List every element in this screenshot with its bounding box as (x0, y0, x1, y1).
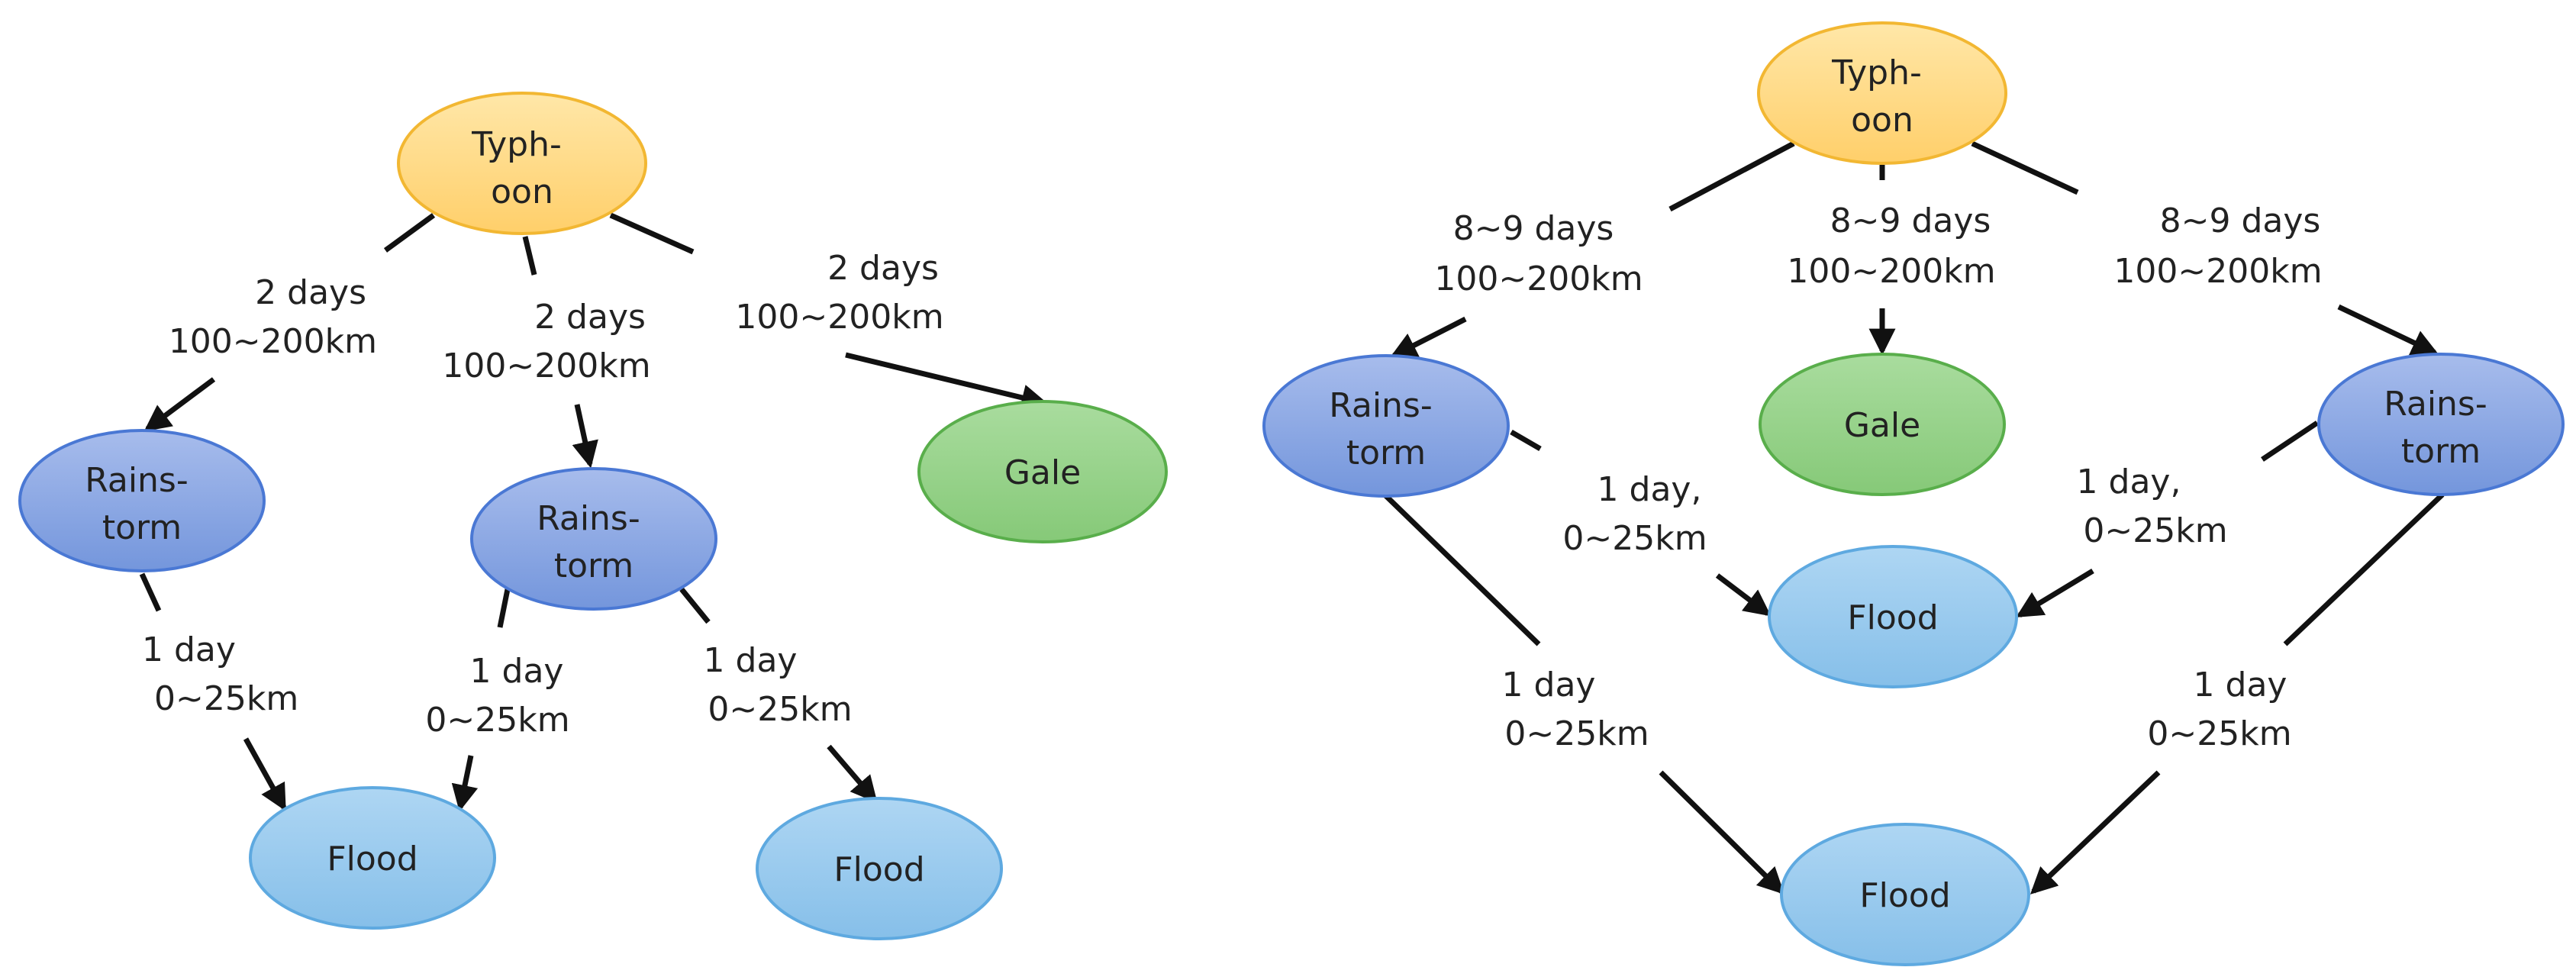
edge-label-line: 0~25km (154, 679, 298, 718)
edge-label-line: 100~200km (169, 322, 377, 361)
edge-label-line: 0~25km (1562, 519, 1707, 558)
node-label: Flood (1847, 598, 1938, 637)
node-label-line: torm (1346, 434, 1426, 472)
edge-left-typhoon-rainstorm-b (522, 236, 598, 469)
edge-label-right-rainstorm-right-flood-bottom: 1 day 0~25km (2147, 666, 2297, 753)
edge-right-rainstorm-left-flood-bottom (1382, 492, 1785, 895)
edge-label-left-rainstorm-a-flood-a: 1 day 0~25km (142, 630, 298, 718)
node-label: Flood (1859, 876, 1950, 915)
node-rainstorm: Rains- torm (2317, 353, 2565, 496)
node-label-line: Flood (1859, 876, 1950, 915)
edge-right-typhoon-rainstorm-left (1390, 140, 1795, 359)
edge-label-left-typhoon-rainstorm-a: 2 days 100~200km (169, 273, 377, 361)
edge-label-line: 8~9 days (1830, 201, 1991, 240)
edge-right-rainstorm-right-flood-bottom (2030, 492, 2445, 895)
edge-label-line: 0~25km (2083, 511, 2227, 550)
node-label-line: torm (2401, 432, 2481, 471)
node-label: Gale (1004, 453, 1081, 492)
node-flood: Flood (1780, 823, 2030, 966)
node-label-line: Typh- (1831, 53, 1922, 92)
edge-label-line: 100~200km (2113, 252, 2322, 291)
edge-label-line: 1 day (704, 641, 798, 680)
node-gale: Gale (917, 400, 1168, 543)
node-flood: Flood (756, 797, 1003, 940)
edge-right-rainstorm-right-flood-middle (2016, 421, 2319, 617)
edge-label-line: 2 days (255, 273, 366, 312)
edge-label-line: 2 days (827, 249, 939, 288)
edge-label-line: 2 days (534, 298, 646, 337)
node-label: Rains- torm (85, 461, 198, 547)
node-label: Flood (327, 840, 418, 878)
node-typhoon: Typh- oon (397, 92, 647, 235)
edge-left-typhoon-gale (609, 212, 1049, 411)
node-gale: Gale (1759, 353, 2006, 496)
edge-label-line: 100~200km (1434, 260, 1643, 298)
node-label: Typh- oon (1831, 53, 1933, 140)
node-label-line: Gale (1844, 406, 1920, 445)
node-rainstorm: Rains- torm (470, 467, 717, 611)
edge-right-rainstorm-left-flood-middle (1510, 429, 1772, 617)
node-label-line: Flood (327, 840, 418, 878)
node-label: Gale (1844, 406, 1920, 445)
edge-label-left-rainstorm-b-flood-b: 1 day 0~25km (704, 641, 853, 729)
node-label-line: oon (491, 172, 553, 211)
node-label-line: Flood (833, 850, 924, 889)
node-flood: Flood (249, 786, 496, 930)
edge-label-left-typhoon-gale: 2 days 100~200km (735, 249, 949, 337)
edge-label-left-rainstorm-b-flood-a: 1 day 0~25km (425, 652, 574, 740)
edge-label-line: 100~200km (442, 347, 650, 385)
edge-label-line: 0~25km (2147, 714, 2291, 753)
left-diagram: 2 days 100~200km 2 days 100~200km 2 days… (18, 92, 1168, 940)
node-label: Rains- torm (2384, 385, 2497, 471)
edge-label-line: 8~9 days (1453, 209, 1614, 248)
edge-left-rainstorm-a-flood-a (139, 572, 287, 811)
node-label-line: Typh- (471, 125, 562, 164)
edge-left-typhoon-rainstorm-a (143, 213, 436, 432)
edge-label-line: 1 day (470, 652, 564, 691)
edge-label-right-rainstorm-right-flood-middle: 1 day, 0~25km (2077, 463, 2228, 550)
edge-label-right-rainstorm-left-flood-middle: 1 day, 0~25km (1562, 470, 1712, 558)
edge-label-right-typhoon-gale: 8~9 days 100~200km (1787, 201, 2001, 291)
edge-label-left-typhoon-rainstorm-b: 2 days 100~200km (442, 298, 656, 385)
node-label-line: Gale (1004, 453, 1081, 492)
node-flood: Flood (1768, 545, 2018, 688)
edge-label-line: 1 day (2194, 666, 2287, 704)
node-label-line: Rains- (2384, 385, 2487, 424)
node-rainstorm: Rains- torm (18, 429, 266, 572)
edge-label-line: 0~25km (1504, 714, 1649, 753)
edge-label-line: 8~9 days (2160, 201, 2321, 240)
node-label-line: Rains- (537, 499, 640, 538)
node-label-line: Rains- (1329, 386, 1432, 425)
node-label-line: Flood (1847, 598, 1938, 637)
edge-label-right-typhoon-rainstorm-left: 8~9 days 100~200km (1434, 209, 1643, 298)
right-diagram: 8~9 days 100~200km 8~9 days 100~200km 8~… (1262, 21, 2565, 966)
edge-label-line: 1 day (1502, 666, 1596, 704)
edge-label-right-typhoon-rainstorm-right: 8~9 days 100~200km (2113, 201, 2331, 291)
node-label-line: Rains- (85, 461, 188, 500)
edge-left-rainstorm-b-flood-b (679, 587, 878, 804)
node-label: Typh- oon (471, 125, 572, 211)
edge-label-line: 0~25km (708, 690, 852, 729)
node-label: Rains- torm (537, 499, 650, 585)
edge-left-rainstorm-b-flood-a (451, 588, 511, 812)
edge-label-right-rainstorm-left-flood-bottom: 1 day 0~25km (1502, 666, 1649, 753)
node-label-line: oon (1851, 101, 1913, 140)
edge-label-line: 1 day (142, 630, 236, 669)
node-label: Flood (833, 850, 924, 889)
edge-label-line: 1 day, (1598, 470, 1702, 509)
edge-label-line: 0~25km (425, 701, 569, 740)
node-label-line: torm (102, 508, 182, 547)
node-label-line: torm (554, 546, 634, 585)
node-label: Rains- torm (1329, 386, 1443, 472)
edge-right-typhoon-rainstorm-right (1971, 140, 2439, 356)
edge-label-line: 1 day, (2077, 463, 2181, 501)
node-rainstorm: Rains- torm (1262, 354, 1510, 498)
node-typhoon: Typh- oon (1757, 21, 2007, 165)
edge-label-line: 100~200km (735, 298, 943, 337)
edge-label-line: 100~200km (1787, 252, 1995, 291)
